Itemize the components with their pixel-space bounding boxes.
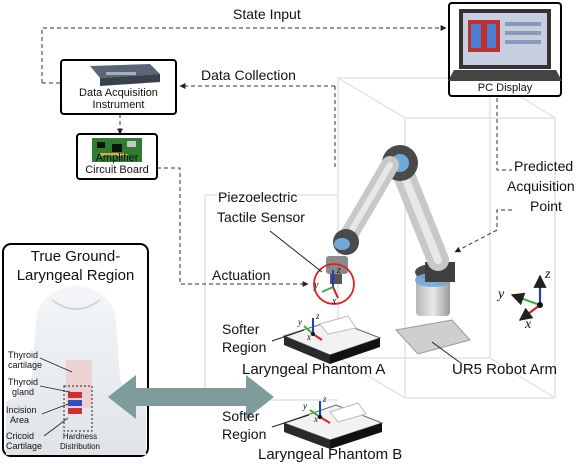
cricoid-label-1: Cricoid bbox=[6, 431, 35, 441]
softer-b-label-line2: Region bbox=[222, 426, 267, 442]
base-axes bbox=[510, 274, 547, 321]
phantom-a-label: Laryngeal Phantom A bbox=[242, 361, 386, 378]
base-x-axis-label: x bbox=[525, 317, 532, 332]
phantom-a-x-axis-label: x bbox=[307, 332, 311, 342]
softer-b-label-line1: Softer bbox=[222, 408, 260, 424]
incision-label-1: Incision bbox=[6, 405, 37, 415]
daq-instrument-box bbox=[60, 59, 177, 115]
thyroid-gland-label-1: Thyroid bbox=[8, 377, 39, 387]
pc-display-box bbox=[448, 2, 562, 97]
ur5-pointer bbox=[431, 341, 463, 365]
predicted-label-line3: Point bbox=[530, 198, 562, 214]
phantom-b-label: Laryngeal Phantom B bbox=[258, 446, 403, 463]
phantom-a-z-axis-label: z bbox=[316, 311, 320, 321]
softer-a-pointer bbox=[271, 329, 305, 342]
pc-display-label: PC Display bbox=[477, 82, 533, 94]
softer-a-label-line1: Softer bbox=[222, 321, 260, 337]
actuation-line bbox=[157, 167, 309, 287]
ur5-label: UR5 Robot Arm bbox=[452, 361, 558, 378]
state-input-label: State Input bbox=[233, 6, 301, 22]
thyroid-cartilage-label-2: cartilage bbox=[8, 360, 43, 370]
phantom-a bbox=[282, 315, 382, 364]
amp-label-line1: Amplifier bbox=[95, 152, 139, 164]
piezo-label-line1: Piezoelectric bbox=[218, 189, 298, 205]
sensor-x-axis-label: x bbox=[332, 296, 337, 307]
hardness-label-2: Distribution bbox=[59, 442, 100, 451]
thyroid-gland-label-2: gland bbox=[12, 387, 35, 397]
phantom-b-x-axis-label: x bbox=[314, 414, 318, 424]
predicted-label-line2: Acquisition bbox=[507, 178, 575, 194]
sensor-axes bbox=[321, 270, 339, 299]
softer-b-pointer bbox=[271, 414, 310, 428]
sensor-z-axis-label: z bbox=[337, 265, 341, 276]
hardness-label-1: Hardness bbox=[62, 432, 98, 441]
predicted-label-line1: Predicted bbox=[514, 158, 574, 174]
data-collection-label: Data Collection bbox=[201, 67, 296, 83]
state-input-line bbox=[41, 25, 447, 83]
true-ground-box bbox=[2, 243, 149, 457]
double-arrow bbox=[108, 375, 274, 419]
truth-label-line2: Laryngeal Region bbox=[16, 267, 135, 284]
phantom-b bbox=[282, 401, 384, 449]
predicted-point-line bbox=[454, 209, 512, 253]
daq-label-line1: Data Acquisition bbox=[79, 87, 158, 99]
phantom-b-y-axis-label: y bbox=[303, 401, 307, 411]
incision-label-2: Area bbox=[10, 415, 30, 425]
cricoid-label-2: Cartilage bbox=[6, 441, 43, 451]
base-y-axis-label: y bbox=[498, 287, 505, 302]
piezo-pointer bbox=[269, 230, 323, 273]
truth-label-line1: True Ground- bbox=[30, 248, 121, 265]
sensor-highlight-circle bbox=[313, 263, 355, 305]
phantom-a-y-axis-label: y bbox=[298, 317, 302, 327]
softer-a-label-line2: Region bbox=[222, 339, 267, 355]
amplifier-box bbox=[76, 133, 158, 180]
ur5-robot-arm bbox=[326, 145, 471, 355]
thyroid-cartilage-label-1: Thyroid bbox=[8, 350, 39, 360]
sensor-y-axis-label: y bbox=[314, 280, 319, 291]
dashed-connectors bbox=[41, 25, 512, 287]
daq-label-line2: Instrument bbox=[92, 99, 145, 111]
base-z-axis-label: z bbox=[545, 267, 551, 282]
actuation-label: Actuation bbox=[212, 267, 271, 283]
piezo-label-line2: Tactile Sensor bbox=[217, 209, 305, 225]
phantom-b-z-axis-label: z bbox=[323, 394, 327, 404]
amp-label-line2: Circuit Board bbox=[85, 164, 149, 176]
